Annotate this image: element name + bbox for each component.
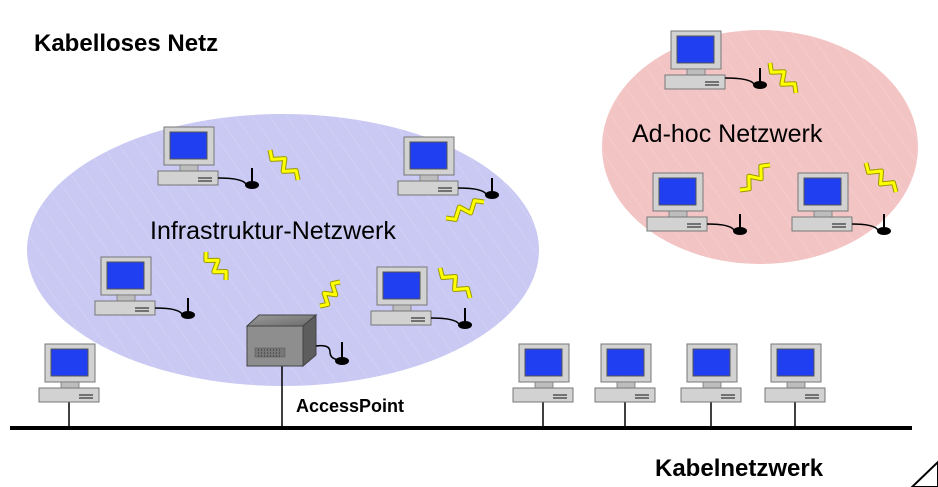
- radio-signal-icon: [767, 62, 799, 94]
- computer-icon: [791, 172, 853, 232]
- wired-network-bus: [10, 366, 912, 430]
- computer-icon: [764, 343, 826, 403]
- radio-signal-icon: [203, 251, 229, 281]
- wired-network-label: Kabelnetzwerk: [655, 455, 824, 482]
- corner-mark: [910, 460, 938, 487]
- antenna-icon: [457, 178, 499, 199]
- antenna-icon: [217, 168, 259, 189]
- antenna-icon: [724, 68, 767, 89]
- infrastructure-network-label: Infrastruktur-Netzwerk: [150, 217, 396, 245]
- computer-icon: [512, 343, 574, 403]
- computer-icon: [594, 343, 656, 403]
- diagram-title: Kabelloses Netz: [34, 30, 219, 57]
- antenna-icon: [706, 214, 747, 235]
- computer-icon: [38, 343, 100, 403]
- computer-icon: [680, 343, 742, 403]
- antenna-icon: [851, 214, 891, 235]
- computer-icon: [664, 30, 726, 90]
- antenna-icon: [154, 298, 195, 319]
- computer-icon: [370, 266, 432, 326]
- computer-icon: [646, 172, 708, 232]
- radio-signal-icon: [267, 149, 301, 181]
- adhoc-network-label: Ad-hoc Netzwerk: [632, 120, 823, 148]
- accesspoint-label: AccessPoint: [296, 396, 405, 416]
- radio-signal-icon: [863, 162, 899, 193]
- computer-icon: [397, 136, 459, 196]
- radio-signal-icon: [739, 162, 771, 193]
- access-point-icon: [245, 313, 349, 368]
- computer-icon: [157, 126, 219, 186]
- radio-signal-icon: [437, 267, 473, 299]
- radio-signal-icon: [445, 198, 485, 222]
- radio-signal-icon: [319, 279, 341, 309]
- antenna-icon: [430, 308, 472, 329]
- computer-icon: [94, 256, 156, 316]
